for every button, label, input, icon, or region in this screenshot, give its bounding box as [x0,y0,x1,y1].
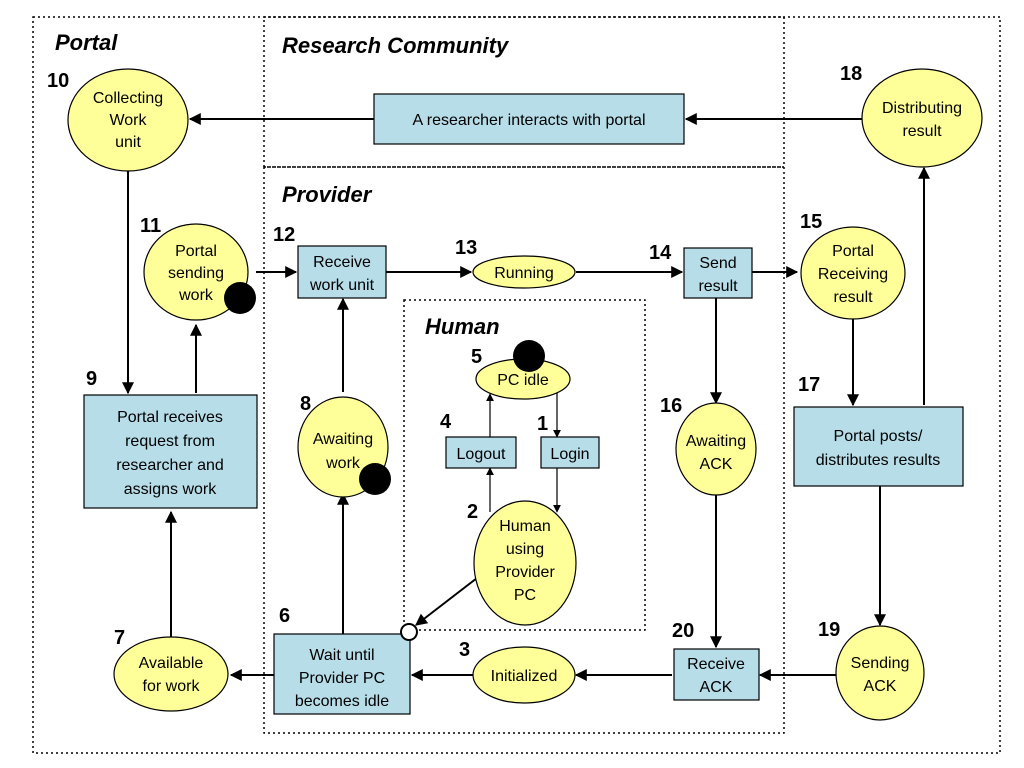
node-2-human-using-provider-pc: Human using Provider PC [473,500,577,626]
node-10-line-1: Collecting [93,90,163,107]
node-10-collecting-work-unit: Collecting Work unit [67,68,189,172]
node-2-line-3: Provider [495,564,555,581]
node-7-line-1: Available [139,655,204,672]
research-box-label: A researcher interacts with portal [413,112,646,129]
node-12-line-1: Receive [313,254,371,271]
node-19-line-1: Sending [851,655,910,672]
region-title-research: Research Community [282,33,510,58]
node-8-line-2: work [325,455,361,472]
node-researcher-interacts: A researcher interacts with portal [373,93,685,145]
node-18-line-2: result [902,123,942,140]
node-2-line-4: PC [514,587,536,604]
node-11-line-2: sending [168,265,224,282]
node-9-line-1: Portal receives [117,409,223,426]
node-12-number: 12 [273,224,295,246]
node-4-label: Logout [457,446,506,463]
node-11-portal-sending-work: Portal sending work [143,223,249,321]
node-7-available-for-work: Available for work [113,636,229,712]
node-15-portal-receiving-result: Portal Receiving result [800,226,906,320]
node-13-running: Running [472,255,576,289]
node-14-number: 14 [649,242,672,264]
node-13-label: Running [494,265,554,282]
node-7-line-2: for work [143,678,201,695]
node-16-number: 16 [660,395,682,417]
node-1-login: Login [540,436,600,469]
node-9-number: 9 [86,368,97,390]
node-11-dot-marker [224,282,256,314]
node-4-number: 4 [440,411,452,433]
node-19-number: 19 [818,619,840,641]
node-18-number: 18 [840,63,862,85]
node-17-line-1: Portal posts/ [834,428,923,445]
node-19-sending-ack: Sending ACK [835,625,925,721]
node-13-number: 13 [455,237,477,259]
node-19-line-2: ACK [864,678,897,695]
node-20-line-2: ACK [700,679,733,696]
node-15-line-2: Receiving [818,266,888,283]
node-2-line-1: Human [499,518,551,535]
node-20-receive-ack: Receive ACK [673,648,760,701]
provider-frame [263,166,785,734]
node-17-line-2: distributes results [816,452,941,469]
node-17-portal-posts-results: Portal posts/ distributes results [793,406,964,487]
node-20-number: 20 [672,620,694,642]
node-3-initialized: Initialized [472,646,576,704]
node-1-label: Login [550,446,589,463]
node-12-receive-work-unit: Receive work unit [297,245,387,299]
node-18-line-1: Distributing [882,100,962,117]
node-9-line-2: request from [125,433,215,450]
edge-2-to-6 [415,577,478,626]
node-10-number: 10 [47,70,69,92]
node-6-line-2: Provider PC [299,670,385,687]
node-9-line-4: assigns work [124,481,217,498]
node-6-line-3: becomes idle [295,693,389,710]
node-11-line-3: work [178,287,214,304]
node-16-line-2: ACK [700,456,733,473]
node-6-line-1: Wait until [309,647,374,664]
node-9-portal-receives-request: Portal receives request from researcher … [83,394,258,509]
node-8-number: 8 [300,393,311,415]
node-12-line-2: work unit [309,277,375,294]
node-5-dot-marker [513,340,545,372]
node-6-connector-circle [400,623,418,641]
node-16-awaiting-ack: Awaiting ACK [675,402,757,496]
node-3-label: Initialized [491,668,558,685]
node-17-number: 17 [798,374,820,396]
human-frame [403,299,646,631]
node-3-number: 3 [459,639,470,661]
region-title-human: Human [425,314,500,339]
node-10-line-2: Work [109,112,147,129]
node-14-line-2: result [698,278,738,295]
node-15-line-1: Portal [832,243,874,260]
node-5-pc-idle: PC idle [475,358,571,400]
node-20-line-1: Receive [687,656,745,673]
node-4-logout: Logout [445,436,517,469]
region-title-provider: Provider [282,182,373,207]
node-5-number: 5 [471,346,482,368]
outer-frame [32,16,1001,754]
node-15-line-3: result [833,289,873,306]
node-14-send-result: Send result [683,247,753,299]
node-1-number: 1 [537,413,548,435]
node-10-line-3: unit [115,134,141,151]
node-15-number: 15 [800,211,822,233]
node-18-distributing-result: Distributing result [861,68,983,168]
region-title-portal: Portal [55,30,118,55]
node-2-number: 2 [467,501,478,523]
node-8-dot-marker [359,463,391,495]
node-6-wait-until-idle: Wait until Provider PC becomes idle [273,633,411,715]
node-8-line-1: Awaiting [313,431,373,448]
node-11-line-1: Portal [175,243,217,260]
node-9-line-3: researcher and [116,457,224,474]
node-5-label: PC idle [497,372,549,389]
node-16-line-1: Awaiting [686,433,746,450]
node-11-number: 11 [140,215,161,237]
node-6-number: 6 [279,605,290,627]
node-7-number: 7 [114,627,125,649]
node-14-line-1: Send [699,255,736,272]
node-2-line-2: using [506,541,544,558]
